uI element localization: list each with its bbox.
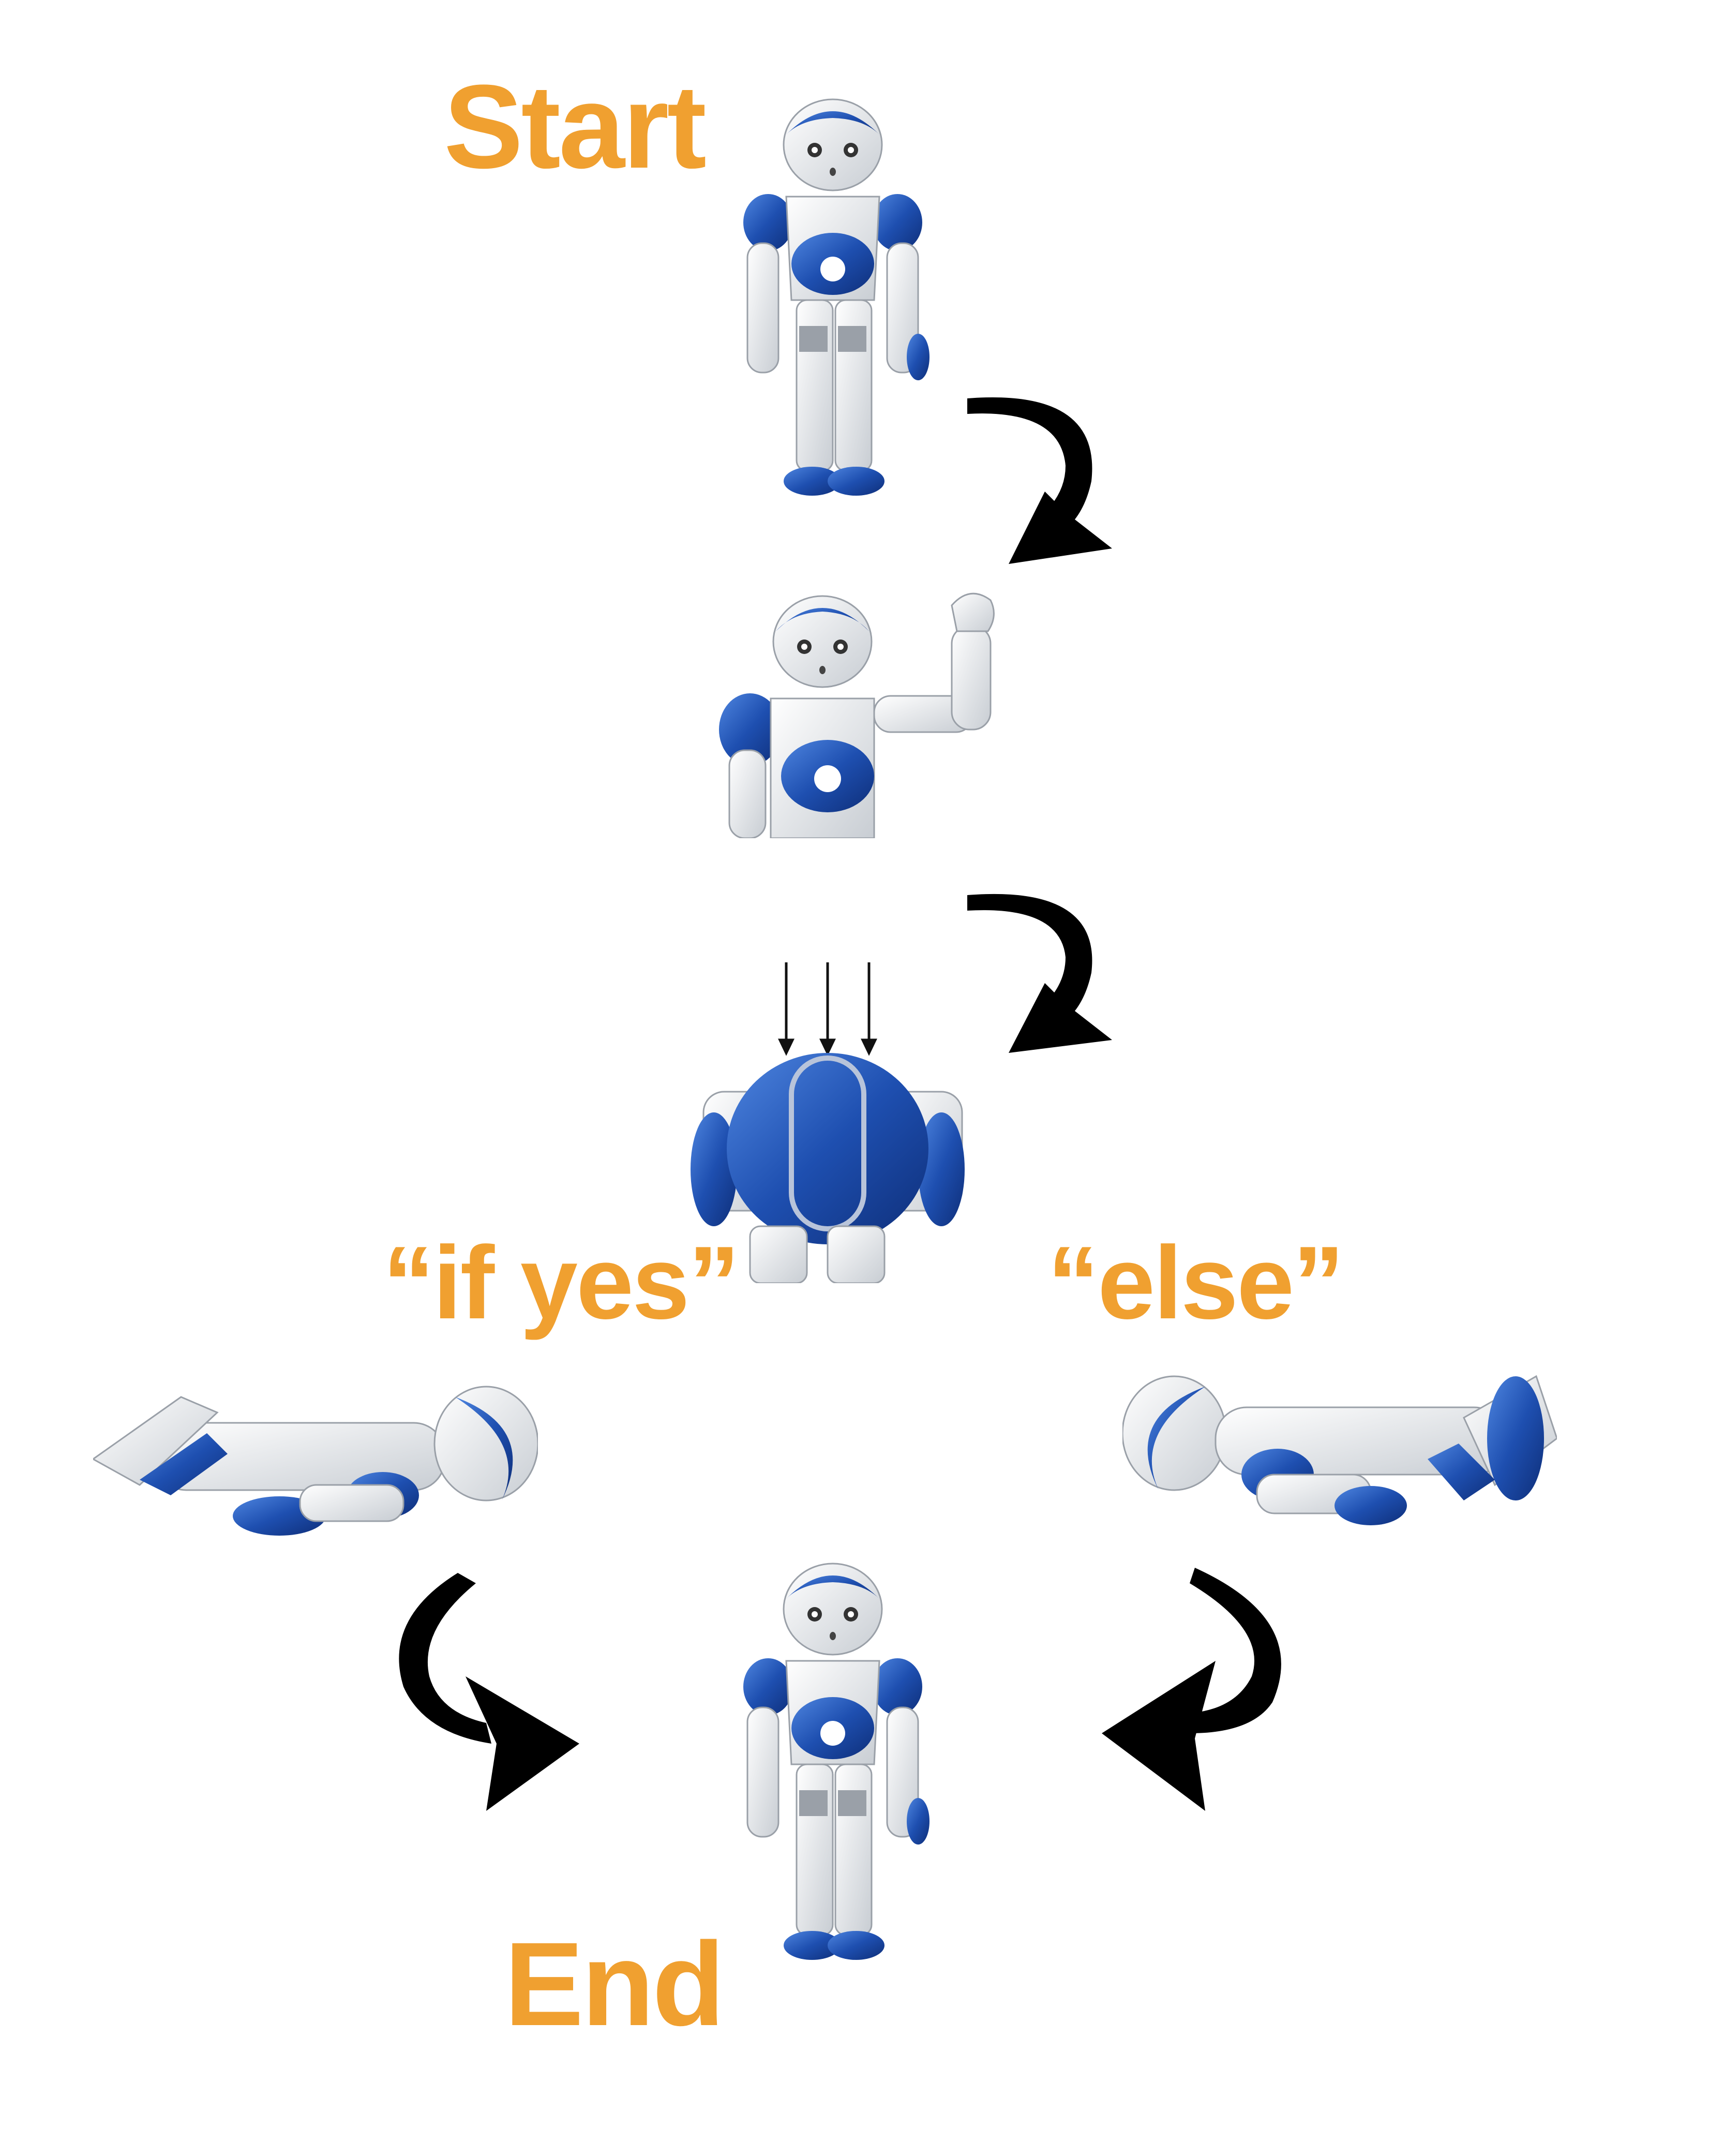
robot-end-standing xyxy=(743,1563,930,1960)
start-label: Start xyxy=(444,60,707,193)
curved-arrow-1 xyxy=(967,397,1112,564)
robot-lying-left xyxy=(93,1386,538,1536)
press-arrows xyxy=(778,962,877,1056)
curved-arrow-left-to-end xyxy=(399,1573,579,1811)
curved-arrow-right-to-end xyxy=(1102,1568,1281,1811)
else-label: “else” xyxy=(1047,1225,1344,1341)
robot-waving xyxy=(719,592,995,838)
end-label: End xyxy=(504,1917,725,2050)
robot-head-touch xyxy=(691,962,965,1283)
if-yes-label: “if yes” xyxy=(383,1225,740,1341)
robot-start-standing xyxy=(743,98,930,496)
robot-lying-right xyxy=(1122,1375,1557,1525)
curved-arrow-2 xyxy=(967,894,1112,1053)
